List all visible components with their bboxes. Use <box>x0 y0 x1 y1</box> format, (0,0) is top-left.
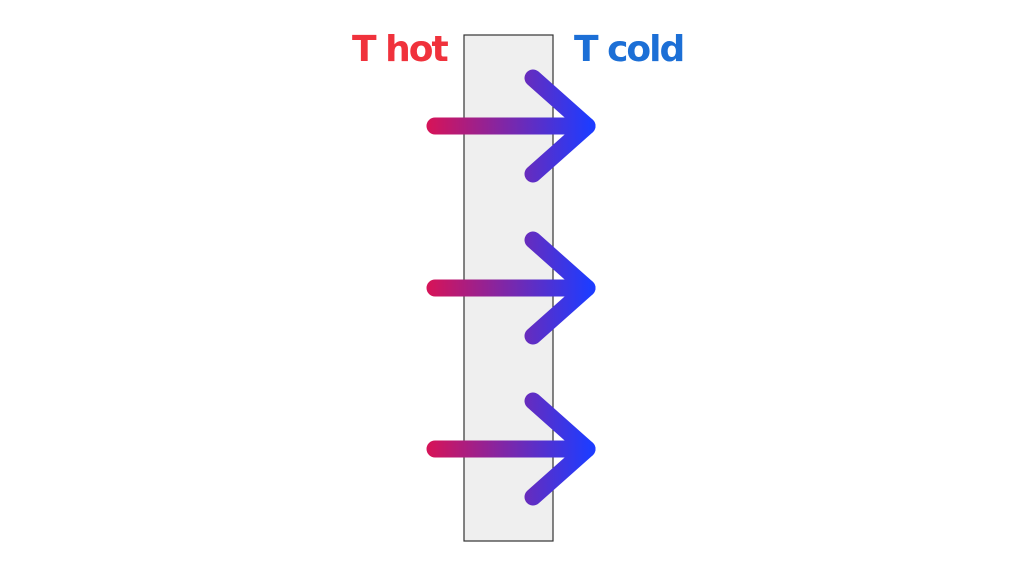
hot-side-label: T hot <box>352 29 449 70</box>
heat-flow-arrow <box>426 231 596 345</box>
cold-side-label: T cold <box>574 29 685 70</box>
heat-flow-arrow <box>426 69 596 183</box>
heat-flow-arrow <box>426 392 596 506</box>
